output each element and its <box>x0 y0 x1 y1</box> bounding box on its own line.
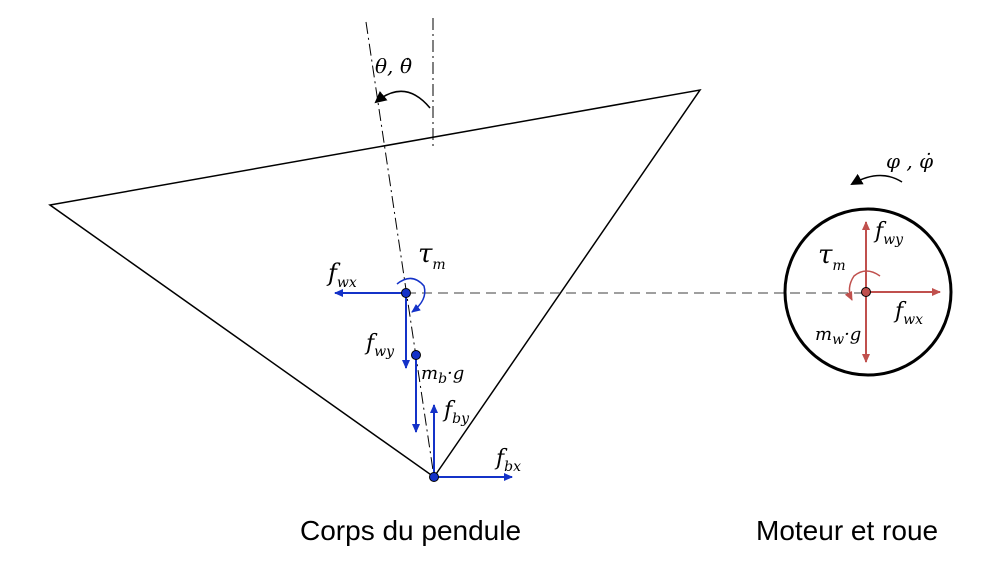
caption-motor-wheel: Moteur et roue <box>756 515 938 546</box>
theta-dot-label: θ̇ <box>400 54 412 78</box>
fwx-wheel-label: fwx <box>893 299 923 328</box>
fbx-label: fbx <box>494 446 521 475</box>
wheel-circle <box>783 207 953 377</box>
mw-g-label: mw·g <box>815 324 861 348</box>
mb-g-label: mb·g <box>421 363 464 387</box>
caption-pendulum-body: Corps du pendule <box>300 515 521 546</box>
fwy-wheel-label: fwy <box>873 219 904 248</box>
tau-body-label: τm <box>418 239 446 273</box>
theta-arc-arrow <box>374 90 431 109</box>
wheel-center-point <box>861 287 871 297</box>
fwx-body-label: fwx <box>326 259 357 291</box>
phi-arc-arrow <box>850 173 903 185</box>
theta-label: θ, <box>375 54 393 78</box>
tau-wheel-arc <box>844 270 881 301</box>
center-of-mass-point <box>411 350 421 360</box>
fby-label: fby <box>442 398 470 427</box>
tau-wheel-label: τm <box>818 240 846 274</box>
ground-contact-point <box>429 472 439 482</box>
phi-label: φ , φ̇ <box>886 149 933 173</box>
axle-joint-point <box>401 288 411 298</box>
pendulum-body-triangle <box>48 88 702 479</box>
fwy-body-label: fwy <box>364 331 395 360</box>
tau-body-arc <box>396 277 426 313</box>
